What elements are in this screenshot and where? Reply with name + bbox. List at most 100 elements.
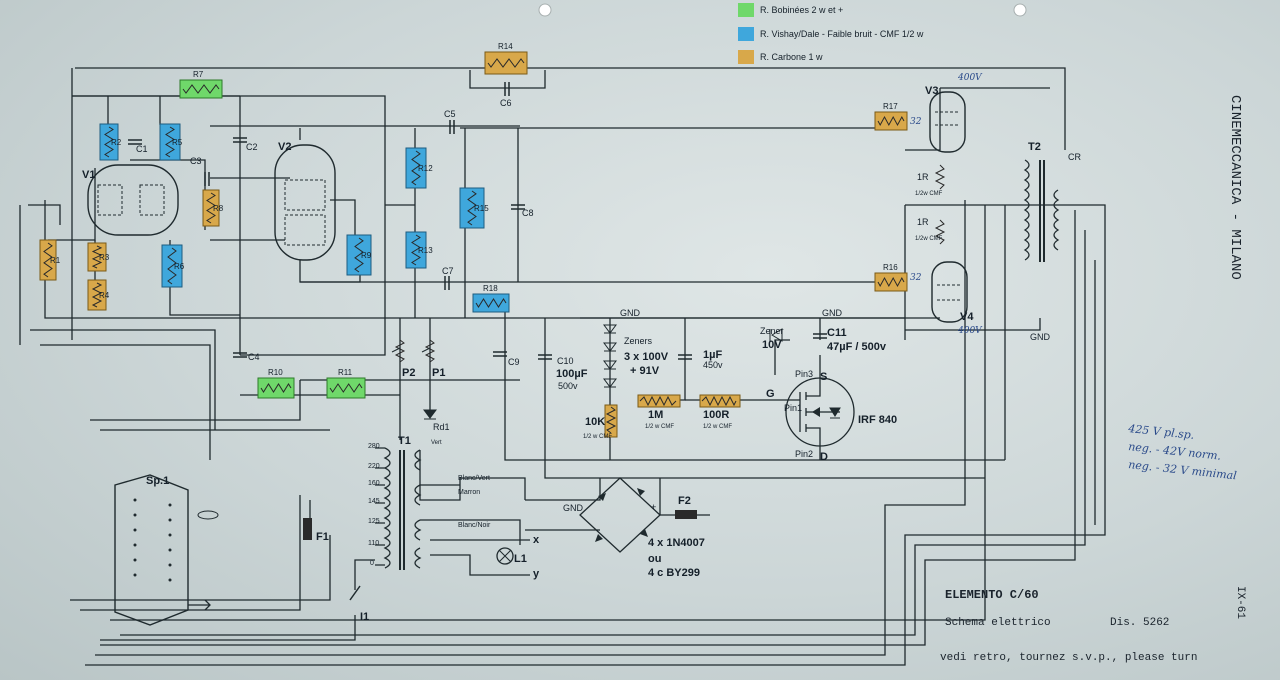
cap-c8: C8 (522, 208, 534, 218)
resistor-zigzag-r18 (475, 298, 507, 308)
legend-text-wirewound: R. Bobinées 2 w et + (760, 5, 843, 15)
brand-vertical: CINEMECCANICA - MILANO (1227, 95, 1243, 280)
bias-r2-spec: 1/2w CMF (915, 236, 943, 242)
resistor-label-r13: R13 (418, 246, 433, 255)
resistor-label-r8: R8 (213, 204, 224, 213)
res-10k-label: 10K (585, 416, 605, 428)
resistor-zigzag-r3 (91, 245, 103, 269)
tube-v2-label: V2 (278, 141, 291, 153)
legend-swatch-blue (738, 27, 754, 41)
resistor-zigzag-r13 (411, 234, 421, 266)
resistor-label-r12: R12 (418, 164, 433, 173)
resistor-label-r4: R4 (99, 291, 110, 300)
legend: R. Bobinées 2 w et + R. Vishay/Dale - Fa… (738, 3, 924, 64)
legend-text-vishay: R. Vishay/Dale - Faible bruit - CMF 1/2 … (760, 29, 924, 39)
mosfet-pin2: Pin2 (795, 449, 813, 459)
wire-blanc-vert: Blanc/Vert (458, 475, 490, 482)
tube-v4-label: V4 (960, 311, 974, 323)
potentiometers: P2 P1 (391, 339, 445, 379)
c10-voltage: 500v (558, 381, 578, 391)
sp1-label: Sp.1 (146, 475, 169, 487)
resistor-label-r1: R1 (50, 256, 61, 265)
c11-label: C11 (827, 327, 847, 339)
resistor-zigzag-r14 (487, 58, 525, 68)
fuse-f2 (675, 510, 697, 519)
voltage-mark-v4: 400V (957, 326, 983, 336)
resistor-label-r18: R18 (483, 284, 498, 293)
tap-0: 0 (370, 560, 374, 567)
t2-cr-label: CR (1068, 152, 1081, 162)
tube-v1-label: V1 (82, 169, 95, 181)
note-line-1: 425 V pl.sp. (1127, 422, 1195, 442)
bias-r1-spec: 1/2w CMF (915, 191, 943, 197)
cap-1uf-voltage: 450v (703, 360, 723, 370)
resistor-label-r6: R6 (174, 262, 185, 271)
p1-label: P1 (432, 367, 445, 379)
capacitors: C1 C2 C3 C4 C5 C6 C7 C8 C9 (128, 82, 534, 367)
resistor-r9: R9 (346, 234, 372, 276)
resistor-r14: R14 (484, 42, 528, 75)
resistor-zigzag-r10 (260, 383, 292, 393)
resistor-zigzag-r11 (329, 383, 363, 393)
cap-c7: C7 (442, 266, 454, 276)
resistor-label-r10: R10 (268, 368, 283, 377)
zener-stack (603, 324, 617, 388)
resistor-zigzag-r15 (467, 190, 477, 226)
fuse-f1 (303, 518, 312, 540)
mosfet-label: IRF 840 (858, 414, 897, 426)
cap-c5: C5 (444, 109, 456, 119)
bias-r1-label: 1R (917, 172, 929, 182)
tube-v4: V4 (931, 261, 974, 323)
f2-label: F2 (678, 495, 691, 507)
tube-v1: V1 (82, 164, 179, 236)
handwritten-notes: 425 V pl.sp. neg. - 42V norm. neg. - 32 … (1127, 422, 1238, 482)
resistor-zigzag-r9 (354, 237, 364, 273)
resistor-r15: R15 (459, 187, 489, 229)
mosfet-s: S (820, 371, 827, 383)
c10-label: C10 (557, 356, 574, 366)
title-turn: vedi retro, tournez s.v.p., please turn (940, 652, 1197, 664)
resistor-r3: R3 (87, 242, 110, 272)
transformer-t2: T2 CR (1023, 141, 1081, 262)
legend-text-carbon: R. Carbone 1 w (760, 52, 823, 62)
resistor-label-r9: R9 (361, 251, 372, 260)
tube-v2: V2 (274, 141, 336, 261)
resistor-label-r14: R14 (498, 42, 513, 51)
voltage-mark-r17: 32 (910, 117, 922, 127)
tube-v3-label: V3 (925, 85, 938, 97)
wiring (19, 67, 1106, 666)
regulator-section: GND GND GND Zeners 3 x 100V + 91V 1µF 45… (538, 308, 1051, 463)
output-x: x (533, 534, 540, 546)
punch-hole (538, 3, 552, 17)
res-1m-label: 1M (648, 409, 663, 421)
cap-c6: C6 (500, 98, 512, 108)
zeners-extra: + 91V (630, 365, 660, 377)
wire-blanc-noir: Blanc/Noir (458, 522, 491, 529)
resistor-r17: R17 (874, 102, 908, 131)
resistor-zigzag-r4 (91, 282, 103, 308)
connector-sp1: Sp.1 (114, 474, 219, 626)
resistor-r2: R2 (99, 123, 122, 161)
cap-c3: C3 (190, 156, 202, 166)
resistor-r12: R12 (405, 147, 433, 189)
resistor-zigzag-r1 (43, 242, 53, 278)
resistor-zigzag-r8 (206, 192, 216, 224)
zeners-value: 3 x 100V (624, 351, 669, 363)
cap-c9: C9 (508, 357, 520, 367)
rd1-vert: Vert (431, 440, 442, 446)
bridge-or: ou (648, 553, 661, 565)
resistor-label-r11: R11 (338, 368, 353, 377)
resistor-r10: R10 (257, 368, 295, 399)
voltage-mark-v3: 400V (957, 73, 983, 83)
t2-label: T2 (1028, 141, 1041, 153)
legend-swatch-green (738, 3, 754, 17)
output-y: y (533, 568, 540, 580)
resistor-label-r15: R15 (474, 204, 489, 213)
mosfet-g: G (766, 388, 775, 400)
bridge-plus: + (651, 502, 656, 512)
resistor-zigzag-r7 (182, 84, 220, 94)
tap-145: 145 (368, 498, 380, 505)
resistor-r13: R13 (405, 231, 433, 269)
